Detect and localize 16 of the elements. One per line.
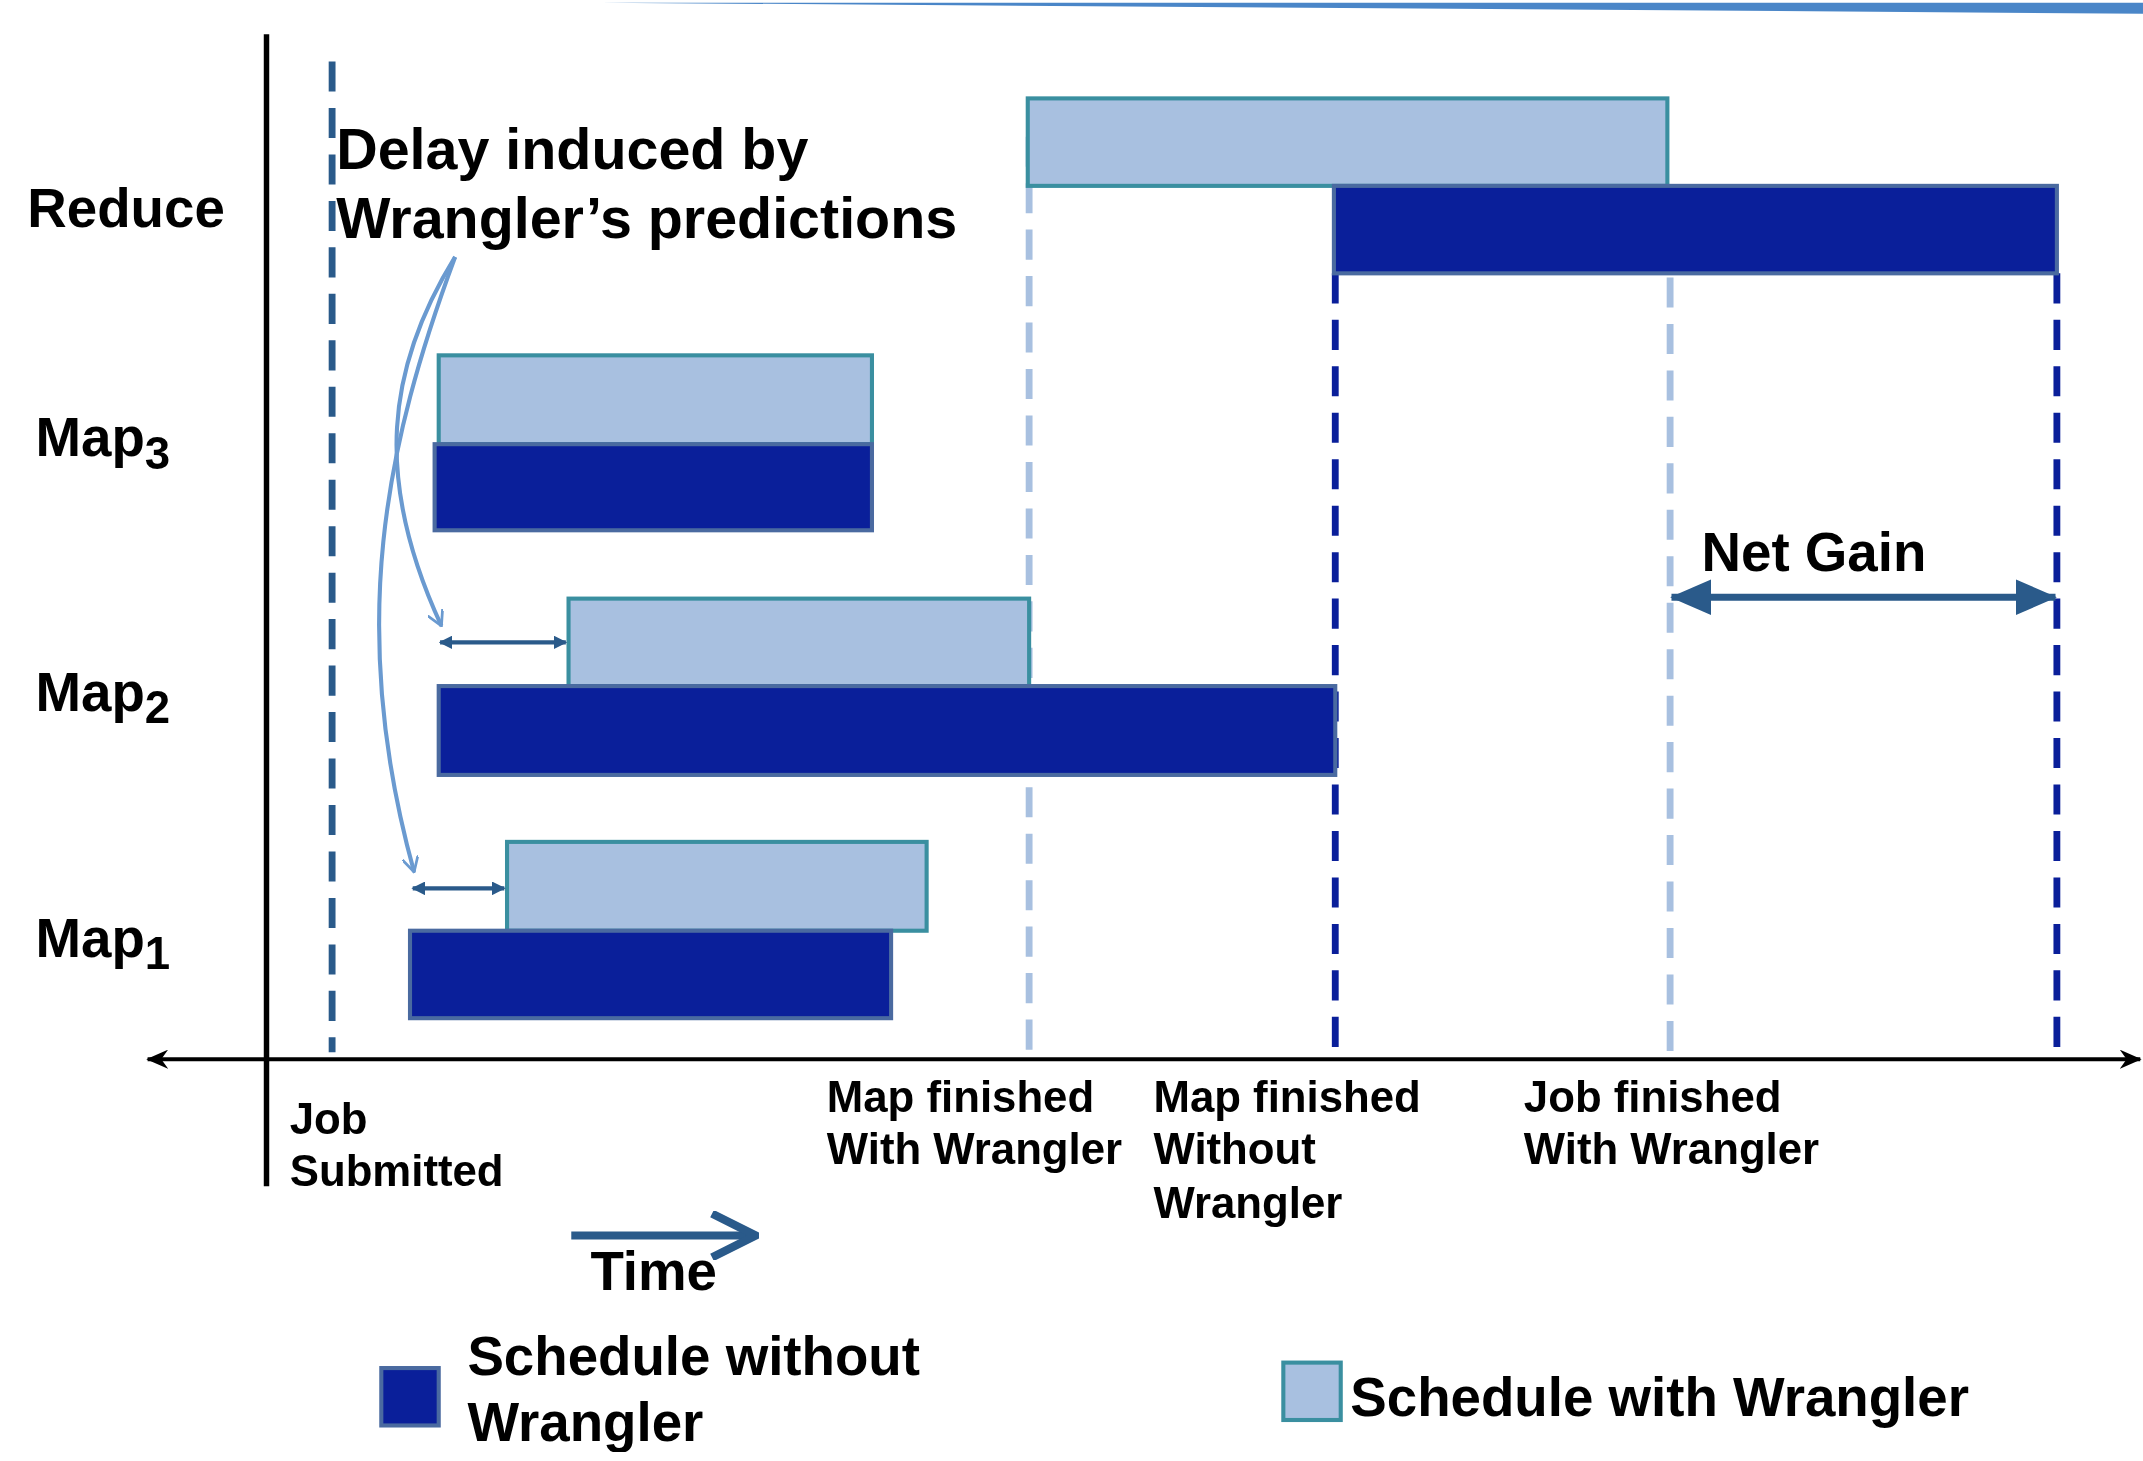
axis-annotation: Map finished With Wrangler [826, 1071, 1124, 1177]
row-label: Map$_{3}$ [35, 406, 171, 481]
delay-dimension-arrow [411, 881, 506, 896]
axis-annotation: Map finished Without Wrangler [1153, 1071, 1422, 1229]
axis-annotation: Job finished With Wrangler [1523, 1071, 1821, 1177]
row-label: Reduce [27, 176, 225, 240]
axis-title: Time [590, 1239, 718, 1304]
leader-arrow [377, 256, 458, 874]
annotation-text: Delay induced by Wrangler’s predictions [336, 116, 1020, 254]
row-label: Map$_{2}$ [35, 660, 171, 735]
row-label: Map$_{1}$ [35, 906, 171, 981]
legend-label: Schedule without Wrangler [467, 1324, 921, 1454]
axis-annotation: Job Submitted [289, 1093, 505, 1199]
delay-dimension-arrow [438, 635, 568, 650]
legend-label: Schedule with Wrangler [1350, 1365, 1970, 1430]
dimension-label: Net Gain [1701, 521, 1927, 585]
